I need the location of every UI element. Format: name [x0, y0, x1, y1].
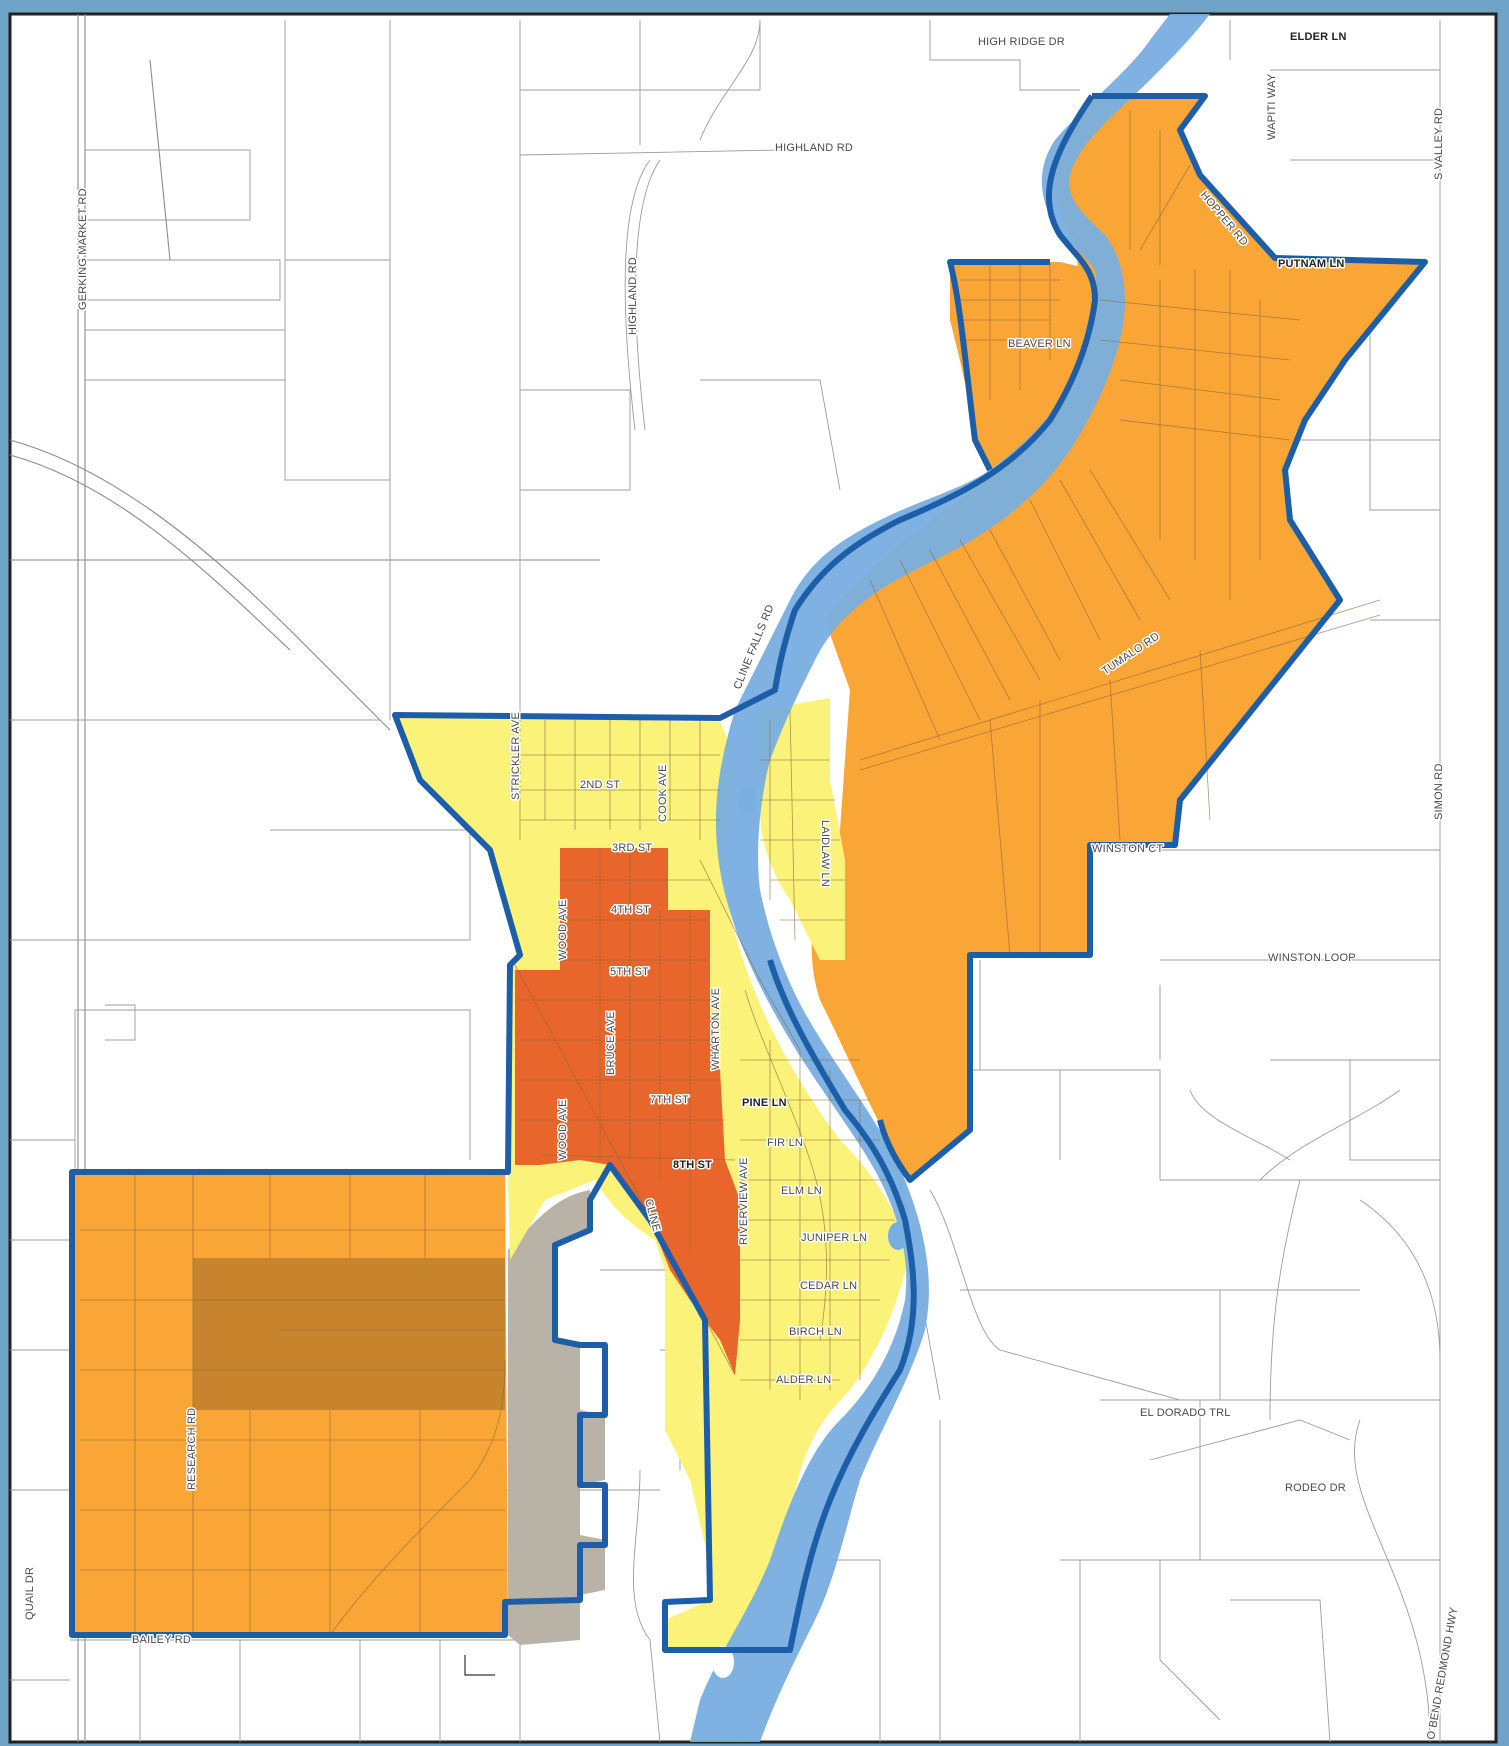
label-laidlaw-ln: LAIDLAW LN [819, 820, 831, 887]
label-pine-ln: PINE LN [742, 1097, 787, 1109]
label-wood-ave-bottom: WOOD AVE [557, 1099, 569, 1160]
label-beaver-ln: BEAVER LN [1008, 338, 1071, 350]
label-4th-st: 4TH ST [611, 904, 650, 916]
label-riverview-ave: RIVERVIEW AVE [738, 1157, 750, 1245]
label-el-dorado-trl: EL DORADO TRL [1140, 1407, 1231, 1419]
label-alder-ln: ALDER LN [776, 1374, 831, 1386]
label-3rd-st: 3RD ST [612, 842, 652, 854]
label-putnam-ln: PUTNAM LN [1278, 258, 1345, 270]
label-8th-st: 8TH ST [673, 1159, 712, 1171]
label-birch-ln: BIRCH LN [789, 1326, 842, 1338]
leader-line [464, 1655, 495, 1676]
label-elm-ln: ELM LN [781, 1185, 822, 1197]
label-7th-st: 7TH ST [650, 1094, 689, 1106]
label-s-valley-rd: S VALLEY RD [1433, 108, 1445, 180]
label-cedar-ln: CEDAR LN [800, 1280, 857, 1292]
label-gerking-market-rd: GERKING MARKET RD [77, 188, 89, 310]
label-elder-ln: ELDER LN [1290, 31, 1347, 43]
label-research-rd: RESEARCH RD [186, 1408, 198, 1490]
label-winston-loop: WINSTON LOOP [1268, 952, 1356, 964]
label-2nd-st: 2ND ST [580, 779, 620, 791]
river-island [738, 787, 756, 815]
boundary-river-east [69, 94, 1098, 1653]
boundary-northeast [877, 93, 1428, 1183]
zone-gray[interactable] [508, 1190, 605, 1645]
label-highland-rd-top: HIGHLAND RD [775, 142, 853, 154]
label-cook-ave: COOK AVE [657, 764, 669, 822]
zone-brown[interactable] [193, 1258, 505, 1410]
label-strickler-ave: STRICKLER AVE [510, 712, 522, 800]
river-island-south [712, 1646, 734, 1678]
label-bailey-rd: BAILEY RD [132, 1634, 191, 1646]
label-wood-ave-top: WOOD AVE [557, 899, 569, 960]
zone-parcels [80, 110, 1381, 1636]
zone-orange-beaver[interactable] [950, 262, 1097, 470]
zone-orange-northeast[interactable] [811, 96, 1425, 1180]
label-simon-rd: SIMON RD [1433, 763, 1445, 820]
label-bruce-ave: BRUCE AVE [605, 1011, 617, 1075]
zone-yellow-laidlaw[interactable] [760, 698, 845, 960]
label-fir-ln: FIR LN [767, 1137, 803, 1149]
boundary-beaver [947, 259, 1050, 472]
label-quail-dr: QUAIL DR [24, 1567, 36, 1620]
label-winston-ct: WINSTON CT [1092, 843, 1164, 855]
label-5th-st: 5TH ST [610, 966, 649, 978]
label-high-ridge-dr: HIGH RIDGE DR [978, 36, 1065, 48]
zone-red-downtown[interactable] [515, 848, 740, 1375]
label-wapiti-way: WAPITI WAY [1266, 73, 1278, 140]
label-rodeo-dr: RODEO DR [1285, 1482, 1346, 1494]
label-wharton-ave: WHARTON AVE [710, 988, 722, 1070]
label-juniper-ln: JUNIPER LN [801, 1232, 867, 1244]
label-highland-rd-vertical: HIGHLAND RD [627, 257, 639, 335]
river-pond [888, 1222, 908, 1250]
